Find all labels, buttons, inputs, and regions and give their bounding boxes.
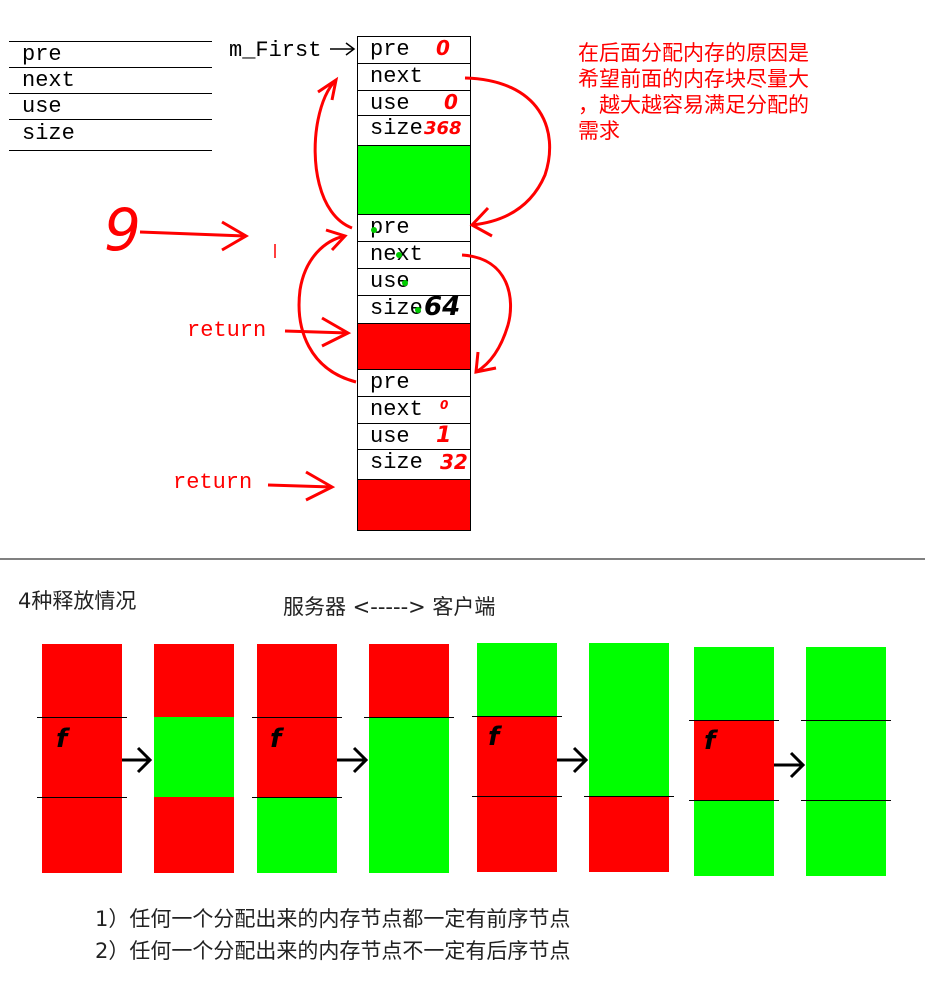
boundary-tick bbox=[801, 720, 891, 721]
case2-before-prev bbox=[257, 644, 337, 717]
block1-use: use bbox=[357, 90, 471, 116]
allocation-note: 在后面分配内存的原因是 希望前面的内存块尽量大 ，越大越容易满足分配的 需求 bbox=[578, 41, 809, 143]
case4-before-next bbox=[694, 800, 774, 876]
marker-dot bbox=[396, 252, 402, 258]
block1-pre-value: 0 bbox=[436, 36, 450, 60]
pre-link-1 bbox=[313, 76, 353, 230]
block3-use: use bbox=[357, 423, 471, 450]
boundary-tick bbox=[252, 797, 342, 798]
legend-rule bbox=[9, 93, 212, 94]
case3-free-mark: f bbox=[488, 722, 500, 752]
m-first-arrow bbox=[330, 42, 356, 56]
section-title: 4种释放情况 bbox=[18, 589, 137, 613]
request-size-label: 9 bbox=[104, 196, 141, 264]
case1-after-prev bbox=[154, 644, 234, 717]
legend-rule bbox=[9, 119, 212, 120]
statements: 1）任何一个分配出来的内存节点都一定有前序节点 2）任何一个分配出来的内存节点不… bbox=[95, 903, 570, 967]
case1-after-next bbox=[154, 797, 234, 873]
block1-pre: pre bbox=[357, 36, 471, 64]
block3-size: size bbox=[357, 449, 471, 480]
legend-size: size bbox=[22, 121, 75, 146]
block1-next: next bbox=[357, 63, 471, 91]
block3-used-area bbox=[357, 479, 471, 531]
case2-before-target bbox=[257, 717, 337, 797]
block3-pre: pre bbox=[357, 369, 471, 397]
case4-before-prev bbox=[694, 647, 774, 720]
legend-next: next bbox=[22, 68, 75, 93]
block2-size-value: 64 bbox=[424, 292, 461, 322]
case1-after-target bbox=[154, 717, 234, 797]
case2-free-mark: f bbox=[270, 724, 282, 754]
legend-pre: pre bbox=[22, 42, 62, 67]
case1-before-prev bbox=[42, 644, 122, 717]
legend-use: use bbox=[22, 94, 62, 119]
block1-size-value: 368 bbox=[424, 118, 462, 139]
server-client-label: 服务器 <-----> 客户端 bbox=[283, 595, 496, 619]
boundary-tick bbox=[472, 796, 562, 797]
boundary-tick bbox=[801, 800, 891, 801]
transition-arrow-4 bbox=[774, 751, 806, 779]
case4-before-target bbox=[694, 720, 774, 800]
boundary-tick bbox=[37, 797, 127, 798]
boundary-tick bbox=[689, 720, 779, 721]
pre-link-2 bbox=[297, 228, 357, 384]
next-link-1 bbox=[464, 76, 552, 238]
case3-after-merged bbox=[589, 643, 669, 796]
block1-size: size bbox=[357, 115, 471, 146]
block2-size: size bbox=[357, 295, 471, 324]
boundary-tick bbox=[364, 717, 454, 718]
boundary-tick bbox=[37, 717, 127, 718]
block2-pre: pre bbox=[357, 214, 471, 242]
return-arrow-1 bbox=[284, 316, 352, 348]
block3-next: next bbox=[357, 396, 471, 424]
case3-before-prev bbox=[477, 643, 557, 716]
case2-after-merged bbox=[369, 717, 449, 873]
case4-after-merged bbox=[806, 647, 886, 876]
statement-2: 2）任何一个分配出来的内存节点不一定有后序节点 bbox=[95, 939, 571, 963]
case3-before-target bbox=[477, 716, 557, 796]
statement-1: 1）任何一个分配出来的内存节点都一定有前序节点 bbox=[95, 907, 571, 931]
block2-next: next bbox=[357, 241, 471, 269]
case1-before-next bbox=[42, 797, 122, 873]
marker-dot bbox=[402, 280, 408, 286]
legend-rule bbox=[9, 150, 212, 151]
case1-free-mark: f bbox=[56, 724, 68, 754]
case3-after-next bbox=[589, 796, 669, 872]
boundary-tick bbox=[472, 716, 562, 717]
block2-use: use bbox=[357, 268, 471, 296]
transition-arrow-1 bbox=[122, 746, 153, 774]
marker-dot bbox=[415, 307, 421, 313]
boundary-tick bbox=[252, 717, 342, 718]
return-label-1: return bbox=[187, 318, 267, 343]
block1-free-area bbox=[357, 145, 471, 215]
transition-arrow-3 bbox=[557, 746, 589, 774]
case2-after-prev bbox=[369, 644, 449, 717]
legend-rule bbox=[9, 67, 212, 68]
block1-use-value: 0 bbox=[444, 90, 458, 114]
case3-before-next bbox=[477, 796, 557, 872]
boundary-tick bbox=[689, 800, 779, 801]
marker-dot bbox=[371, 227, 377, 233]
case4-free-mark: f bbox=[704, 726, 716, 756]
request-arrow bbox=[139, 220, 249, 252]
case1-before-target bbox=[42, 717, 122, 797]
transition-arrow-2 bbox=[337, 746, 369, 774]
next-link-2 bbox=[461, 253, 512, 374]
return-arrow-2 bbox=[267, 470, 336, 502]
block3-use-value: 1 bbox=[436, 423, 452, 448]
block3-next-value: 0 bbox=[440, 398, 449, 412]
case2-before-next bbox=[257, 797, 337, 873]
return-label-2: return bbox=[173, 470, 253, 495]
legend-rule bbox=[9, 41, 212, 42]
boundary-tick bbox=[584, 796, 674, 797]
block3-size-value: 32 bbox=[440, 450, 468, 474]
m-first-label: m_First bbox=[229, 38, 322, 63]
